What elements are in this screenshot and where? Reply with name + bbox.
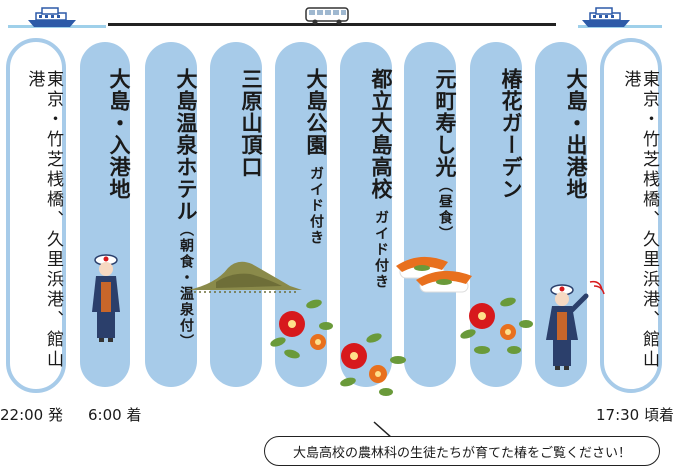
- column-title: 東京・竹芝桟橋、久里浜港、館山港: [24, 70, 63, 370]
- column-subtitle: ガイド付き: [308, 166, 324, 246]
- column-onsen-hotel: 大島温泉ホテル（朝食・温泉付）: [145, 42, 198, 387]
- column-tokyo-return: 東京・竹芝桟橋、久里浜港、館山港: [600, 38, 662, 393]
- arrival-time-return: 17:30 頃着: [596, 406, 674, 424]
- camellia-flowers-icon: [460, 297, 533, 354]
- camellia-flowers-icon: [270, 299, 333, 359]
- arrival-time-oshima: 6:00 着: [88, 406, 142, 424]
- column-subtitle: （昼食）: [437, 178, 453, 242]
- column-subtitle: （朝食・温泉付）: [178, 222, 194, 350]
- bus-icon: [305, 7, 349, 25]
- camellia-flowers-icon: [340, 333, 406, 396]
- departure-time: 22:00 発: [0, 406, 63, 424]
- column-oshima-high-school: 都立大島高校ガイド付き: [340, 42, 393, 387]
- column-title: 椿花ガーデン: [499, 68, 523, 200]
- mihara-mountain-icon: [188, 261, 302, 293]
- anko-woman-waving-icon: [546, 280, 605, 370]
- column-motomachi-sushi: 元町寿し光（昼食）: [404, 42, 457, 387]
- callout-text: 大島高校の農林科の生徒たちが育てた椿をご覧ください！: [292, 445, 631, 461]
- column-title: 三原山頂口: [239, 68, 263, 178]
- ship-icon: [28, 7, 76, 27]
- callout-bubble: 大島高校の農林科の生徒たちが育てた椿をご覧ください！: [264, 436, 660, 466]
- column-title: 大島公園: [304, 68, 328, 156]
- ship-icon: [582, 7, 630, 27]
- column-tokyo-departure: 東京・竹芝桟橋、久里浜港、館山港: [6, 38, 66, 393]
- column-title: 東京・竹芝桟橋、久里浜港、館山港: [620, 70, 659, 370]
- column-title: 元町寿し光: [433, 68, 457, 178]
- anko-woman-welcome-icon: [92, 254, 120, 342]
- column-title: 大島・出港地: [564, 68, 588, 200]
- column-title: 都立大島高校: [369, 68, 393, 200]
- column-mihara-summit: 三原山頂口: [210, 42, 263, 387]
- route-line: [108, 23, 556, 26]
- column-title: 大島・入港地: [107, 68, 131, 200]
- column-title: 大島温泉ホテル: [174, 68, 198, 222]
- sushi-icon: [396, 256, 472, 293]
- column-subtitle: ガイド付き: [373, 210, 389, 290]
